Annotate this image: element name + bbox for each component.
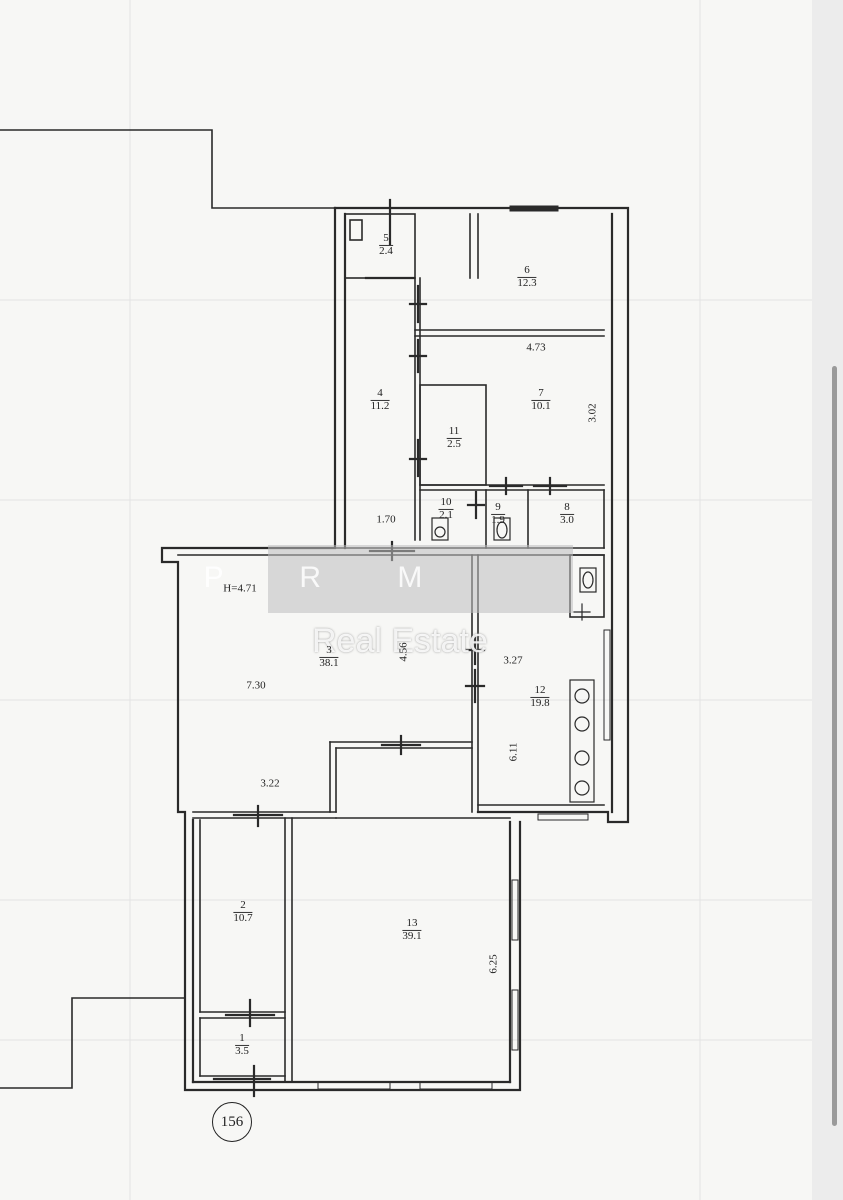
dimension-label: 6.11 xyxy=(507,742,520,762)
scrollbar-thumb[interactable] xyxy=(832,366,837,1126)
page-margin xyxy=(812,0,843,1200)
plot-number-badge: 156 xyxy=(212,1102,252,1142)
dimension-label: 3.22 xyxy=(260,777,280,790)
dimension-label: 4.73 xyxy=(526,341,546,354)
dimension-label: 6.25 xyxy=(487,954,500,974)
floor-plan xyxy=(0,0,812,1200)
neighbour-outline-bottom xyxy=(0,997,186,1089)
dimension-label: 4.56 xyxy=(397,642,410,662)
dimension-label: 3.27 xyxy=(503,654,523,667)
windows xyxy=(317,205,611,1090)
plot-number: 156 xyxy=(220,1113,244,1130)
dimension-label: 1.70 xyxy=(376,513,396,526)
fixtures xyxy=(431,517,597,803)
ceiling-height-label: H=4.71 xyxy=(223,582,257,595)
door-markers xyxy=(212,198,568,1098)
watermark-box xyxy=(268,545,573,613)
dimension-label: 7.30 xyxy=(246,679,266,692)
dimension-label: 3.02 xyxy=(586,403,599,423)
background-lines xyxy=(0,0,812,1200)
watermark-letters: P R M xyxy=(203,561,457,594)
watermark-text: Real Estate xyxy=(312,622,488,660)
neighbour-outline-top xyxy=(0,129,336,209)
